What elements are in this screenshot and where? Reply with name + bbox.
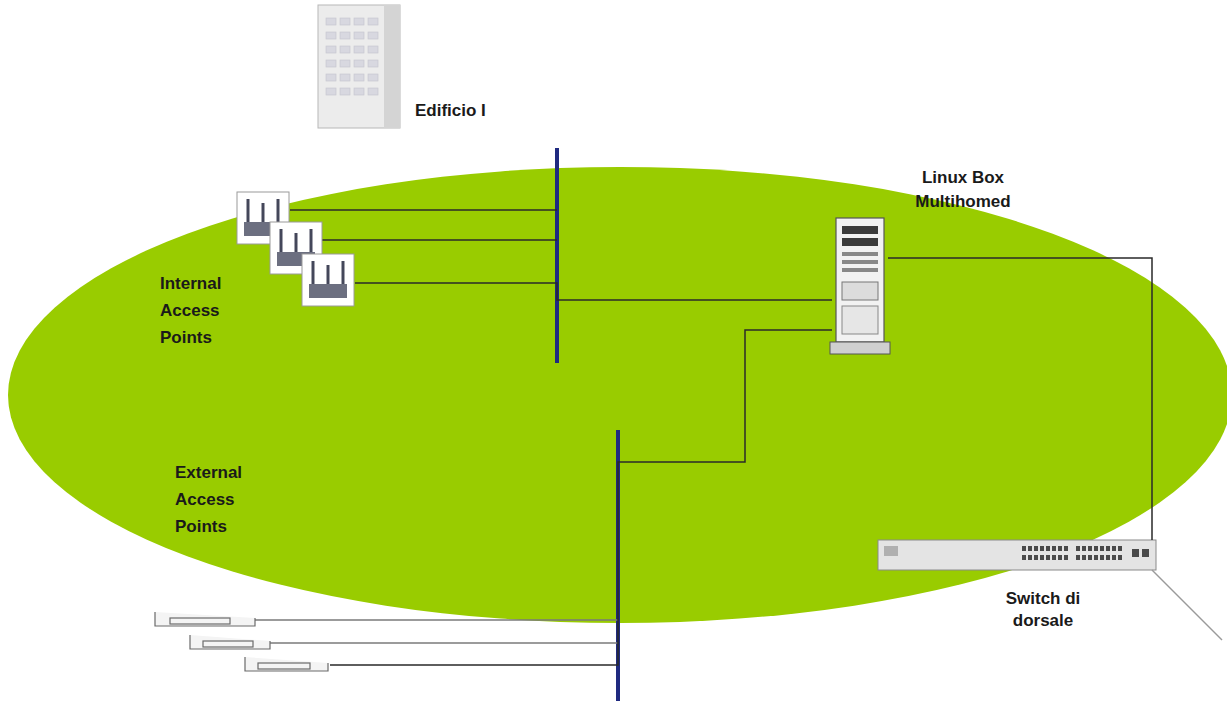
server-icon (830, 218, 890, 354)
access-point-icon (302, 254, 354, 306)
device-label: Edificio I (415, 100, 486, 122)
ap-wire (290, 209, 557, 211)
ap-wire (270, 642, 618, 644)
network-cable (355, 283, 832, 300)
switch-icon (878, 540, 1156, 570)
building-icon (318, 5, 400, 128)
uplink-wire (1152, 570, 1222, 640)
switch-node: Switch di dorsale (878, 540, 1156, 570)
access-point-group: External Access Points (150, 605, 330, 675)
building-node: Edificio I (318, 5, 400, 128)
device-label: Linux Box Multihomed (888, 166, 1038, 214)
device-label: External Access Points (175, 459, 285, 541)
device-label: Internal Access Points (160, 270, 265, 352)
network-cable (330, 330, 832, 665)
ap-wire (322, 239, 557, 241)
network-cable (888, 258, 1152, 540)
server-node: Linux Box Multihomed (832, 218, 888, 355)
external-ap-icon (155, 612, 328, 671)
access-point-group: Internal Access Points (237, 190, 355, 307)
internal-bus (555, 148, 559, 363)
device-label: Switch di dorsale (978, 588, 1108, 632)
ap-wire (255, 619, 618, 621)
